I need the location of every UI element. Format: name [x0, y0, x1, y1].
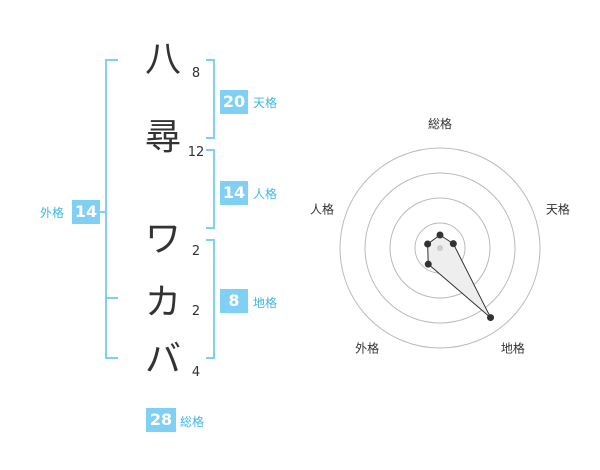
- stroke-count-4: 2: [191, 304, 201, 319]
- radar-point-5: [424, 240, 432, 248]
- radar-point-3: [487, 314, 495, 322]
- stroke-count-3: 2: [191, 244, 201, 259]
- soukaku-badge: 28: [146, 408, 176, 432]
- radar-axis-label-5: 人格: [310, 202, 334, 217]
- name-char-1: 八: [144, 39, 181, 80]
- chikaku-label: 地格: [253, 296, 278, 310]
- radar-point-1: [436, 231, 444, 239]
- jinkaku-label: 人格: [253, 187, 278, 201]
- name-char-3: ワ: [144, 219, 181, 260]
- radar-point-2: [449, 240, 457, 248]
- stroke-count-5: 4: [191, 365, 201, 380]
- radar-point-4: [424, 260, 432, 268]
- jinkaku-badge: 14: [220, 181, 248, 205]
- gaikaku-badge: 14: [72, 200, 100, 224]
- radar-ring-3: [364, 172, 516, 324]
- radar-axis-label-2: 天格: [546, 202, 570, 217]
- radar-area-fill: [427, 235, 491, 318]
- name-char-5: バ: [144, 339, 181, 380]
- radar-axis-label-4: 外格: [355, 340, 379, 355]
- name-char-4: カ: [144, 282, 181, 323]
- soukaku-label: 総格: [180, 415, 205, 429]
- radar-ring-4: [339, 147, 541, 349]
- chikaku-badge: 8: [220, 289, 248, 313]
- name-char-2: 尋: [144, 117, 181, 158]
- tenkaku-badge: 20: [220, 90, 248, 114]
- radar-axis-label-3: 地格: [501, 340, 525, 355]
- stroke-count-2: 12: [187, 145, 205, 160]
- gaikaku-label: 外格: [40, 206, 65, 220]
- tenkaku-label: 天格: [253, 96, 278, 110]
- radar-ring-2: [389, 197, 491, 299]
- radar-axis-label-1: 総格: [428, 116, 452, 131]
- radar-center-dot: [437, 245, 443, 251]
- stroke-count-1: 8: [191, 66, 201, 81]
